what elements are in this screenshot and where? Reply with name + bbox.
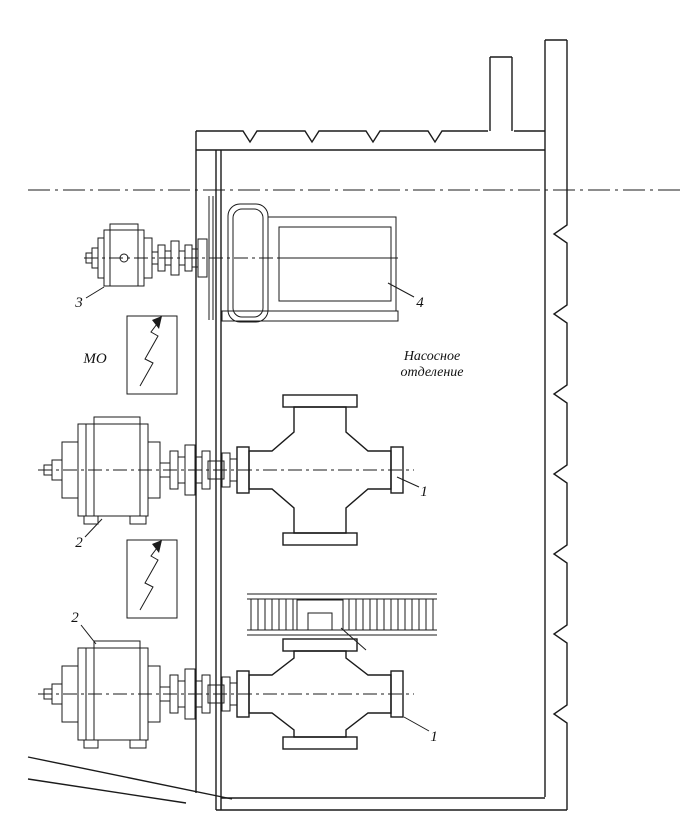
walkway-grating bbox=[247, 593, 437, 651]
lightning-arrowhead-icon bbox=[152, 540, 162, 553]
callout-1-upper: 1 bbox=[420, 484, 428, 500]
pump-flange-bottom bbox=[282, 532, 358, 546]
pump-flange-left bbox=[236, 670, 250, 718]
motor-3-body-ribs bbox=[109, 230, 139, 286]
upper-motor-assembly bbox=[85, 223, 208, 287]
lower-motor-assembly bbox=[43, 640, 238, 749]
motor-3-top-cap bbox=[109, 223, 139, 231]
pump-flange-left bbox=[236, 446, 250, 494]
motor-2-foot bbox=[83, 739, 99, 749]
motor-2-body-ribs bbox=[85, 648, 141, 740]
hazard-sign-lower bbox=[126, 539, 178, 619]
middle-pump bbox=[236, 394, 404, 546]
motor-2-coupling bbox=[159, 444, 238, 496]
callout-1-lower: 1 bbox=[430, 729, 438, 745]
unit-4-body-inner bbox=[278, 226, 392, 302]
lightning-arrow-icon bbox=[139, 543, 161, 611]
pump-room-label-line1: Насосное bbox=[403, 349, 460, 364]
motor-2-coupling bbox=[159, 668, 238, 720]
ink-layer: МО Насосное отделение 3 4 1 2 2 1 bbox=[27, 39, 684, 811]
top-wall-crenellated-edge bbox=[196, 130, 488, 144]
pump-flange-top bbox=[282, 638, 358, 652]
pump-flange-top bbox=[282, 394, 358, 408]
callout-2-middle-leader bbox=[84, 518, 103, 538]
motor-2-body-ribs bbox=[85, 424, 141, 516]
motor-3-coupling bbox=[151, 238, 208, 278]
wall-post bbox=[489, 56, 513, 131]
hull-structure bbox=[27, 39, 568, 811]
hatch-plate bbox=[296, 599, 344, 631]
callout-leaders bbox=[80, 282, 430, 732]
pump-room-label-line2: отделение bbox=[400, 365, 463, 380]
pump-flange-right bbox=[390, 670, 404, 718]
motor-2-foot bbox=[129, 739, 147, 749]
unit-4-body bbox=[267, 216, 397, 312]
middle-motor-assembly bbox=[43, 416, 238, 525]
bulkhead-mounting-plate bbox=[208, 196, 214, 320]
callout-2-lower-leader bbox=[80, 624, 97, 645]
right-wall-outer-edge bbox=[552, 40, 568, 810]
pump-flange-right bbox=[390, 446, 404, 494]
callout-4: 4 bbox=[416, 295, 424, 311]
hatch-plate-inner bbox=[307, 612, 333, 631]
machine-room-label: МО bbox=[82, 351, 106, 367]
motor-2-foot bbox=[83, 515, 99, 525]
unit-4-base bbox=[221, 310, 399, 322]
motor-2-foot bbox=[129, 515, 147, 525]
callout-4-leader bbox=[387, 282, 415, 298]
callout-2-lower: 2 bbox=[71, 610, 79, 626]
motor-3-hub bbox=[119, 253, 129, 263]
lower-pump bbox=[236, 638, 404, 750]
hazard-sign-upper bbox=[126, 315, 178, 395]
pump-flange-bottom bbox=[282, 736, 358, 750]
lightning-arrowhead-icon bbox=[152, 316, 162, 329]
callout-3: 3 bbox=[74, 295, 83, 311]
sign-frame bbox=[126, 539, 178, 619]
bulkhead bbox=[208, 150, 222, 810]
hull-diagonal-1 bbox=[27, 756, 233, 800]
callout-1-upper-leader bbox=[396, 476, 420, 488]
callout-2-middle: 2 bbox=[75, 535, 83, 551]
hull-diagonal-2 bbox=[27, 778, 187, 804]
motor-2-top-cap bbox=[93, 416, 141, 425]
unit-4-coupling-housing-inner bbox=[232, 208, 264, 318]
unit-4-assembly bbox=[221, 203, 399, 323]
callout-3-leader bbox=[85, 286, 105, 299]
motor-2-top-cap bbox=[93, 640, 141, 649]
lightning-arrow-icon bbox=[139, 319, 161, 387]
callout-1-lower-leader bbox=[403, 716, 430, 732]
unit-4-coupling-housing bbox=[227, 203, 269, 323]
sign-frame bbox=[126, 315, 178, 395]
